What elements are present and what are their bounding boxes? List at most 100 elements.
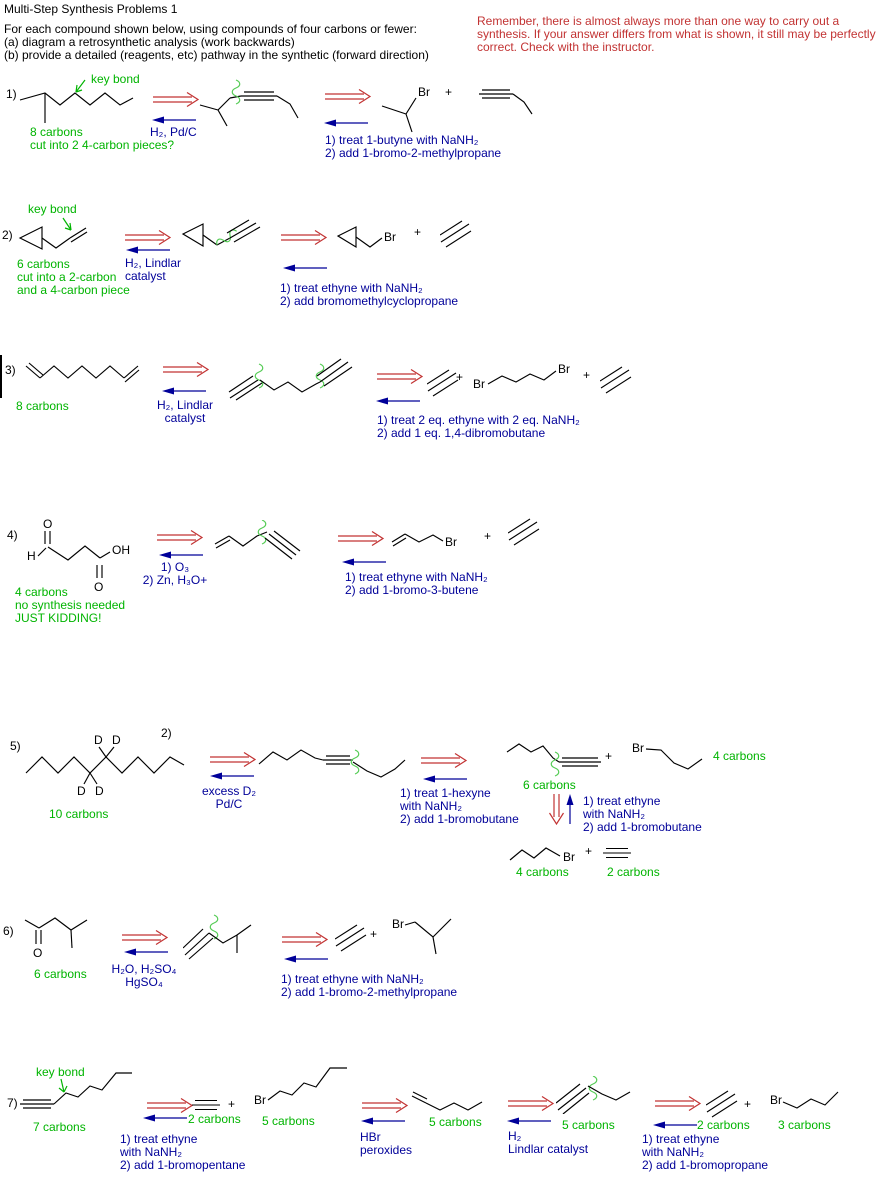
p1-br-label: Br	[418, 85, 430, 99]
p6-reagents: H₂O, H₂SO₄ HgSO₄	[111, 962, 177, 989]
p5-forward-arrow-2	[423, 774, 468, 784]
instructor-note: Remember, there is almost always more th…	[477, 14, 876, 54]
p1-key-bond-label: key bond	[91, 72, 140, 86]
p2-ethyne-structure	[440, 220, 472, 248]
p7-retro-arrow-2	[361, 1098, 408, 1114]
p5-forward-arrow-up	[565, 793, 575, 825]
p7-br-label-2: Br	[770, 1093, 782, 1107]
p3-margin-bar	[0, 355, 2, 398]
p7-pentene-structure	[411, 1091, 483, 1111]
p7-c2a-label: 2 carbons	[188, 1112, 241, 1126]
p5-d-label-2: D	[112, 733, 121, 747]
p3-br-label-1: Br	[473, 377, 485, 391]
p2-bromide-structure: Br	[336, 226, 396, 249]
p7-pentyne-structure	[556, 1076, 631, 1114]
p5-reagents: excess D₂ Pd/C	[201, 784, 256, 811]
p5-forward-arrow-1	[210, 771, 255, 781]
p6-plus: +	[370, 927, 378, 941]
p4-oh-label: OH	[112, 543, 130, 557]
p5-decyne-structure	[258, 749, 406, 778]
p4-o-label-2: O	[94, 580, 103, 594]
p6-retro-arrow-1	[121, 930, 168, 946]
p4-reagents: 1) O₃ 2) Zn, H₃O+	[142, 560, 208, 587]
p5-plus-2: +	[585, 844, 593, 858]
p2-forward-arrow-1	[126, 245, 171, 255]
p2-plus: +	[414, 225, 422, 239]
p1-alkyl-bromide-structure: Br	[381, 85, 430, 133]
p5-c4b-label: 4 carbons	[516, 865, 569, 879]
p6-forward-arrow-2	[284, 954, 329, 964]
p3-plus-2: +	[583, 368, 591, 382]
p4-enyne-structure	[214, 520, 301, 560]
p4-h-label: H	[27, 549, 36, 563]
p7-forward-arrow-1	[143, 1113, 188, 1123]
p5-c4a-label: 4 carbons	[713, 749, 766, 763]
p7-number: 7)	[7, 1096, 18, 1110]
p7-retro-arrow-1	[146, 1098, 193, 1114]
p2-reagents: H₂, Lindlar catalyst	[125, 256, 182, 283]
p2-br-label: Br	[384, 230, 396, 244]
p4-ethyne-structure	[508, 518, 540, 546]
p5-c2-label: 2 carbons	[607, 865, 660, 879]
p5-retro-arrow-1	[209, 752, 256, 768]
p5-bromobutane-structure-2: Br	[509, 847, 575, 864]
p7-h2-reagents: H₂ Lindlar catalyst	[508, 1129, 589, 1156]
p5-d-label-3: D	[77, 784, 86, 798]
p6-number: 6)	[3, 924, 14, 938]
p7-carbon-note: 7 carbons	[33, 1120, 86, 1134]
p4-o-label-1: O	[43, 517, 52, 531]
page-title: Multi-Step Synthesis Problems 1	[4, 2, 178, 16]
p6-carbon-note: 6 carbons	[34, 967, 87, 981]
p1-alkyne-structure	[199, 79, 299, 127]
p7-plus-2: +	[744, 1097, 752, 1111]
p3-carbon-note: 8 carbons	[16, 399, 69, 413]
p5-hexyne-structure	[506, 743, 601, 777]
p1-plus: +	[445, 85, 453, 99]
p3-target-structure	[25, 362, 140, 383]
p3-diyne-structure	[228, 358, 353, 401]
p1-number: 1)	[6, 87, 17, 101]
p2-retro-arrow-1	[124, 230, 171, 246]
p5-retro-arrow-2	[420, 753, 467, 769]
p2-retro-arrow-2	[280, 230, 327, 246]
p5-number: 5)	[10, 739, 21, 753]
p7-heptyne-structure	[20, 1072, 132, 1109]
p7-steps-1: 1) treat ethyne with NaNH₂ 2) add 1-brom…	[120, 1132, 246, 1172]
instructions: For each compound shown below, using com…	[4, 22, 429, 62]
p3-steps: 1) treat 2 eq. ethyne with 2 eq. NaNH₂ 2…	[377, 413, 580, 440]
p7-key-bond-label: key bond	[36, 1065, 85, 1079]
p5-c6-label: 6 carbons	[523, 778, 576, 792]
p6-br-label: Br	[392, 917, 404, 931]
p7-bromopentane-structure: Br	[254, 1067, 347, 1107]
p2-forward-arrow-2	[283, 263, 328, 273]
p5-br-label-2: Br	[563, 850, 575, 864]
p6-retro-arrow-2	[281, 932, 328, 948]
p5-steps-2: 1) treat ethyne with NaNH₂ 2) add 1-brom…	[583, 794, 702, 834]
p6-steps: 1) treat ethyne with NaNH₂ 2) add 1-brom…	[281, 972, 458, 999]
p1-reagents: H₂, Pd/C	[150, 125, 197, 139]
p5-d-label-1: D	[94, 733, 103, 747]
p7-forward-arrow-2	[361, 1116, 406, 1126]
p3-plus-1: +	[456, 370, 464, 384]
p7-steps-2: 1) treat ethyne with NaNH₂ 2) add 1-brom…	[642, 1132, 769, 1172]
p3-forward-arrow-2	[376, 396, 421, 406]
p7-c3-label: 3 carbons	[778, 1118, 831, 1132]
p1-carbon-note: 8 carbons cut into 2 4-carbon pieces?	[30, 125, 175, 152]
p6-ketone-structure: O	[24, 917, 88, 960]
p7-key-bond-arrow-icon	[58, 1078, 68, 1093]
p4-bromobutene-structure: Br	[391, 533, 457, 549]
p4-carbon-note: 4 carbons no synthesis needed JUST KIDDI…	[15, 585, 126, 625]
p7-c2b-label: 2 carbons	[697, 1118, 750, 1132]
p4-steps: 1) treat ethyne with NaNH₂ 2) add 1-brom…	[345, 570, 488, 597]
p4-acid-structure: O H OH O	[27, 517, 130, 594]
p3-dibromobutane-structure: Br Br	[473, 362, 570, 391]
p2-key-bond-arrow-icon	[62, 217, 72, 231]
p1-target-structure	[19, 92, 134, 123]
p2-key-bond-label: key bond	[28, 202, 77, 216]
p7-ethyne-structure-2	[706, 1090, 738, 1118]
p3-number: 3)	[5, 363, 16, 377]
p6-bromide-structure: Br	[392, 917, 452, 955]
p5-deuterated-decane-structure: D D D D	[25, 733, 185, 798]
p2-target-structure	[18, 226, 88, 250]
p2-number: 2)	[2, 228, 13, 242]
